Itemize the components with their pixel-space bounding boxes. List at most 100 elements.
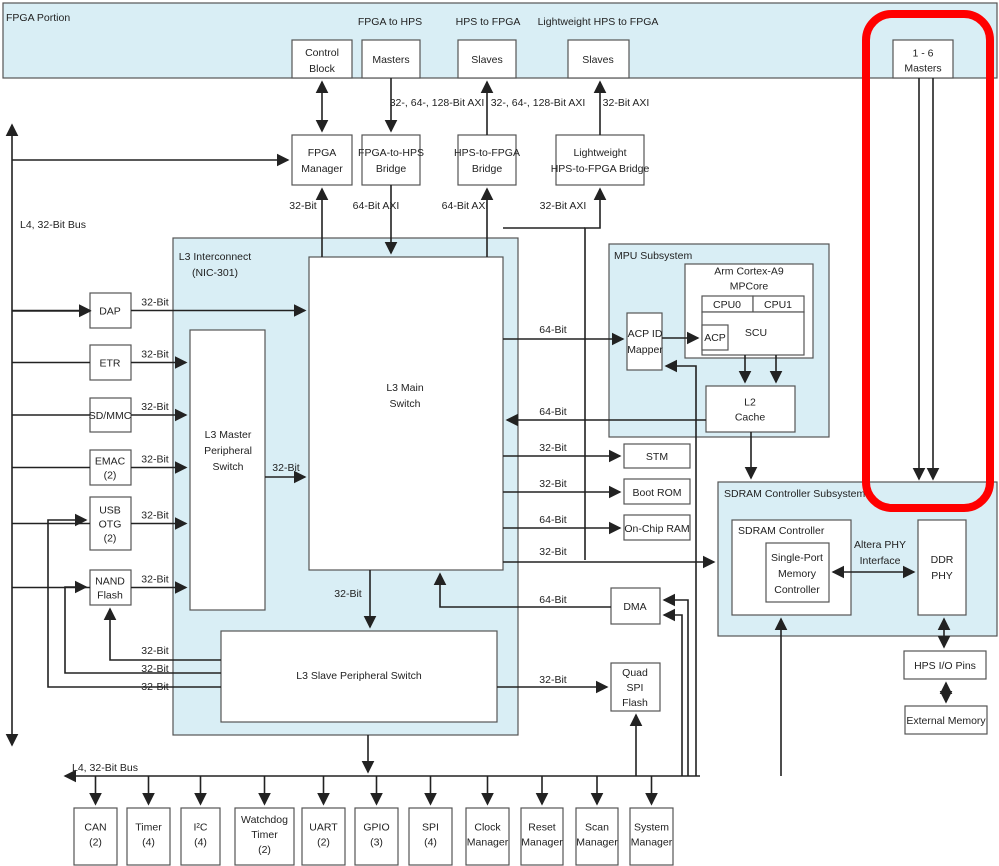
label: Peripheral bbox=[204, 445, 252, 457]
l4-periph-label: Reset bbox=[528, 822, 556, 834]
fpga-portion-title: FPGA Portion bbox=[6, 12, 70, 24]
l4-periph-1 bbox=[126, 807, 171, 866]
acp-id-mapper bbox=[626, 312, 663, 371]
external-memory bbox=[904, 705, 988, 735]
l3-title: L3 Interconnect bbox=[179, 251, 251, 263]
periph-label: NAND bbox=[95, 576, 125, 588]
slaves-box bbox=[457, 39, 517, 79]
l4-periph-2 bbox=[180, 807, 221, 866]
label: 32-, 64-, 128-Bit AXI bbox=[491, 97, 586, 109]
l4-periph-label: Watchdog bbox=[241, 814, 288, 826]
periph-nand bbox=[89, 569, 132, 606]
spmc-label: Memory bbox=[778, 568, 817, 580]
periph-label: OTG bbox=[99, 519, 122, 531]
l4-periph-label: Manager bbox=[467, 837, 509, 849]
label: FPGA bbox=[308, 147, 337, 159]
l4-periph-label: (4) bbox=[142, 837, 155, 849]
boot-rom bbox=[623, 478, 691, 505]
label: 32-Bit AXI bbox=[540, 200, 587, 212]
l4-periph-label: System bbox=[634, 822, 669, 834]
label: Bridge bbox=[376, 163, 407, 175]
connector-line bbox=[584, 187, 607, 560]
periph-dap bbox=[89, 292, 132, 329]
label: 32-Bit bbox=[334, 588, 362, 600]
masters-1-6-label: 1 - 6 bbox=[912, 48, 933, 60]
l4-periph-label: SPI bbox=[422, 822, 439, 834]
control-block-label: Control bbox=[305, 47, 339, 59]
label: 32-Bit AXI bbox=[603, 97, 650, 109]
arm-label: Arm Cortex-A9 bbox=[714, 266, 784, 278]
highlight-box bbox=[862, 10, 994, 512]
hps-to-fpga-bridge bbox=[457, 134, 517, 186]
spmc-label: Single-Port bbox=[771, 552, 823, 564]
arm-label: MPCore bbox=[730, 281, 769, 293]
label: CPU0 bbox=[713, 299, 741, 311]
label: 32-Bit bbox=[141, 454, 169, 466]
label: 32-Bit bbox=[539, 674, 567, 686]
l4-periph-7 bbox=[465, 807, 510, 866]
l4-periph-label: (2) bbox=[317, 837, 330, 849]
hps-io-pins bbox=[903, 650, 987, 680]
label: Boot ROM bbox=[632, 487, 681, 499]
l4-periph-10 bbox=[629, 807, 674, 866]
l4-periph-label: Timer bbox=[135, 822, 162, 834]
l3-title: (NIC-301) bbox=[192, 267, 238, 279]
periph-label: DAP bbox=[99, 306, 121, 318]
quad-spi-flash bbox=[610, 662, 661, 712]
sdram-ctrl-label: SDRAM Controller bbox=[738, 525, 825, 537]
connector-line bbox=[47, 513, 221, 688]
label: 32-Bit bbox=[539, 478, 567, 490]
periph-label: (2) bbox=[104, 533, 117, 545]
mapper-label: Mapper bbox=[627, 344, 663, 356]
label: L3 Main bbox=[386, 382, 424, 394]
label: On-Chip RAM bbox=[624, 523, 689, 535]
label: 32-, 64-, 128-Bit AXI bbox=[390, 97, 485, 109]
label: 32-Bit bbox=[141, 297, 169, 309]
on-chip-ram bbox=[623, 514, 691, 541]
l2-cache bbox=[705, 385, 796, 433]
fpga-to-hps-bridge bbox=[361, 134, 421, 186]
label: STM bbox=[646, 451, 668, 463]
label: L3 Master bbox=[205, 429, 252, 441]
label: 32-Bit bbox=[141, 663, 169, 675]
mpu-title: MPU Subsystem bbox=[614, 250, 692, 262]
qspi-label: Quad bbox=[622, 667, 648, 679]
l3-master-switch bbox=[189, 329, 266, 611]
l4-periph-label: Timer bbox=[251, 829, 278, 841]
label: 32-Bit bbox=[141, 574, 169, 586]
header: FPGA to HPS bbox=[358, 16, 422, 28]
label: 32-Bit bbox=[141, 349, 169, 361]
ddr-label: PHY bbox=[931, 570, 953, 582]
l4-periph-label: Manager bbox=[576, 837, 618, 849]
label: 32-Bit bbox=[272, 462, 300, 474]
label: Switch bbox=[213, 461, 244, 473]
l4-periph-label: Manager bbox=[521, 837, 563, 849]
l4-periph-label: UART bbox=[309, 822, 338, 834]
label: HPS-to-FPGA bbox=[454, 147, 520, 159]
dma bbox=[610, 587, 661, 625]
periph-label: Flash bbox=[97, 590, 123, 602]
periph-label: ETR bbox=[100, 358, 121, 370]
label: ACP bbox=[704, 332, 726, 344]
mapper-label: ACP ID bbox=[628, 328, 663, 340]
header: HPS to FPGA bbox=[456, 16, 521, 28]
label: HPS I/O Pins bbox=[914, 660, 976, 672]
periph-etr bbox=[89, 344, 132, 381]
periph-label: USB bbox=[99, 505, 121, 517]
l4-periph-label: CAN bbox=[84, 822, 106, 834]
label: 32-Bit bbox=[141, 401, 169, 413]
l4-periph-label: (4) bbox=[194, 837, 207, 849]
masters-1-6-box bbox=[892, 39, 954, 79]
stm bbox=[623, 443, 691, 469]
connector-line bbox=[662, 593, 689, 776]
connector-line bbox=[64, 580, 221, 674]
label: 32-Bit bbox=[289, 200, 317, 212]
periph-label: (2) bbox=[104, 470, 117, 482]
l4-periph-label: (2) bbox=[258, 844, 271, 856]
connector-line bbox=[664, 359, 697, 776]
label: 32-Bit bbox=[141, 645, 169, 657]
acp bbox=[701, 324, 729, 351]
lightweight-bridge bbox=[555, 134, 645, 186]
label: Bridge bbox=[472, 163, 503, 175]
label: 64-Bit bbox=[539, 324, 567, 336]
